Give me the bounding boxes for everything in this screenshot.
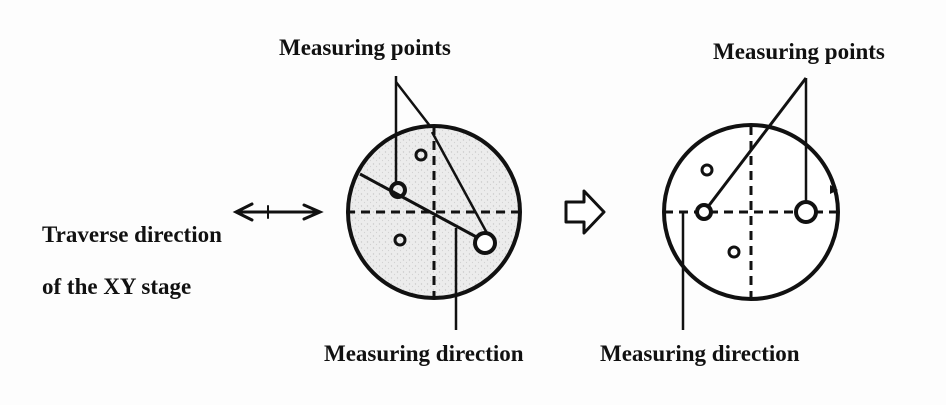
xy-stage-label: of the XY stage [42,274,192,299]
measuring-direction-label-right: Measuring direction [600,341,800,366]
hollow-right-arrow-icon [564,189,606,235]
left-measuring-point-1 [389,181,407,199]
right-measuring-point-3 [727,245,741,259]
left-measuring-point-3 [393,233,407,247]
left-measuring-point-4 [473,231,497,255]
measuring-points-label-right: Measuring points [713,39,885,64]
right-measuring-point-1 [695,203,713,221]
right-measuring-point-4 [794,200,818,224]
measuring-direction-label-left: Measuring direction [324,341,524,366]
left-measuring-point-2 [414,148,428,162]
right-wafer [662,77,840,330]
right-measuring-point-2 [700,163,714,177]
traverse-direction-label: Traverse direction [42,222,222,247]
measuring-points-label-left: Measuring points [279,35,451,60]
left-wafer [346,76,522,330]
double-arrow-icon [232,202,324,222]
